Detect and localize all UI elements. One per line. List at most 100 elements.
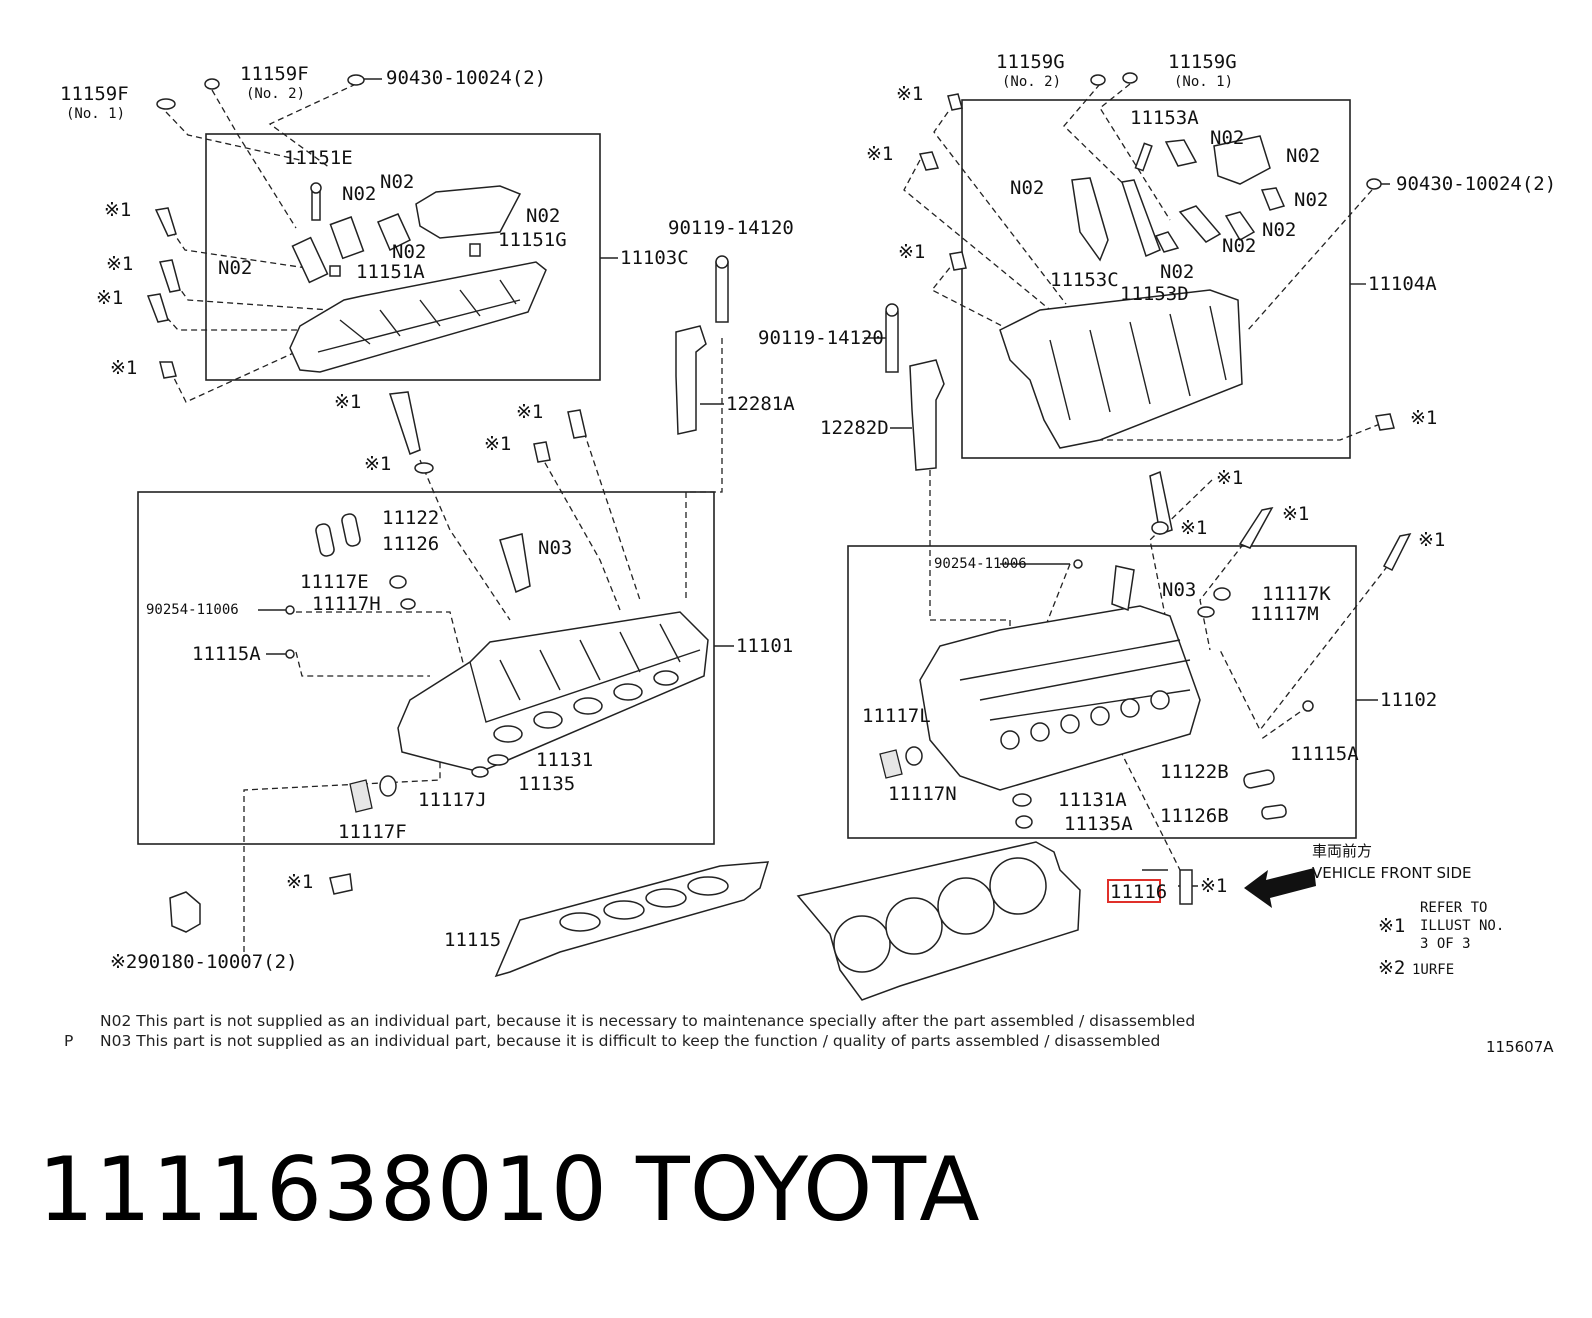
cylinder-head-lh [285, 391, 709, 813]
fitting-90180 [169, 869, 1193, 933]
label-11117j: 11117J [418, 789, 487, 811]
label-11122: 11122 [382, 507, 439, 529]
illustration-number: 115607A [1486, 1038, 1554, 1056]
label-x1-a: ※1 [104, 199, 131, 221]
label-n02-h: N02 [1010, 177, 1044, 199]
box-11101 [137, 491, 715, 845]
label-11104a: 11104A [1368, 273, 1437, 295]
box-11103c [205, 133, 601, 381]
label-11115a-right: 11115A [1290, 743, 1359, 765]
label-90119-left: 90119-14120 [668, 217, 794, 239]
label-x1-c: ※1 [96, 287, 123, 309]
label-x2-engine: 1URFE [1412, 962, 1454, 978]
label-x1-n: ※1 [1180, 517, 1207, 539]
label-11151e: 11151E [284, 147, 353, 169]
label-11159g-no2-sub: (No. 2) [1002, 74, 1061, 90]
label-x2: ※2 [1378, 957, 1405, 979]
label-11159f-no1: 11159F [60, 83, 129, 105]
engine-hanger-lh [675, 255, 729, 435]
label-x1-o: ※1 [1282, 503, 1309, 525]
label-n02-f: N02 [1210, 127, 1244, 149]
label-11103c: 11103C [620, 247, 689, 269]
label-n02-i: N02 [1294, 189, 1328, 211]
label-n02-b: N02 [380, 171, 414, 193]
label-11117f: 11117F [338, 821, 407, 843]
label-front-en: VEHICLE FRONT SIDE [1312, 864, 1472, 882]
label-x1-d: ※1 [110, 357, 137, 379]
label-x1-g: ※1 [898, 241, 925, 263]
front-arrow-icon [1244, 868, 1316, 908]
label-11116: 11116 [1110, 881, 1167, 903]
dashed-leaders [159, 83, 1401, 952]
brand-caption: TOYOTA [636, 1138, 980, 1241]
label-front-jp: 車両前方 [1312, 842, 1372, 860]
part-number-caption: 1111638010 [38, 1138, 608, 1241]
cylinder-head-rh [879, 470, 1412, 829]
label-11135: 11135 [518, 773, 575, 795]
engine-hanger-rh [885, 303, 945, 471]
label-x1-b: ※1 [106, 253, 133, 275]
small-parts-top-left [146, 74, 365, 379]
label-n03-right: N03 [1162, 579, 1196, 601]
label-x1-h: ※1 [1410, 407, 1437, 429]
label-n02-d: N02 [392, 241, 426, 263]
label-x1-k: ※1 [484, 433, 511, 455]
label-x1-p: ※1 [1418, 529, 1445, 551]
label-refer-1: REFER TO [1420, 900, 1487, 916]
label-11117m: 11117M [1250, 603, 1319, 625]
label-11115: 11115 [444, 929, 501, 951]
label-x1-r: ※1 [1200, 875, 1227, 897]
label-90254-left: 90254-11006 [146, 602, 239, 618]
small-parts-top-right [918, 72, 1395, 431]
gasket-11116 [796, 841, 1081, 1001]
note-n02: N02 This part is not supplied as an indi… [100, 1012, 1195, 1030]
label-11153d: 11153D [1120, 283, 1189, 305]
label-n02-k: N02 [1222, 235, 1256, 257]
label-refer-3: 3 OF 3 [1420, 936, 1471, 952]
label-11115a-left: 11115A [192, 643, 261, 665]
label-x1-i: ※1 [334, 391, 361, 413]
cam-housing-rh [999, 135, 1286, 449]
label-n02-a: N02 [342, 183, 376, 205]
label-11131a: 11131A [1058, 789, 1127, 811]
note-p: P [64, 1032, 73, 1050]
label-x1-f: ※1 [866, 143, 893, 165]
label-11159g-no1-sub: (No. 1) [1174, 74, 1233, 90]
label-11151g: 11151G [498, 229, 567, 251]
label-x1-refer: ※1 [1378, 915, 1405, 937]
label-11117n: 11117N [888, 783, 957, 805]
label-11153c: 11153C [1050, 269, 1119, 291]
label-11101: 11101 [736, 635, 793, 657]
label-12282d: 12282D [820, 417, 889, 439]
label-x1-m: ※1 [1216, 467, 1243, 489]
cam-housing-lh [289, 182, 547, 373]
label-11159g-no1: 11159G [1168, 51, 1237, 73]
label-12281a: 12281A [726, 393, 795, 415]
highlight-11116 [1107, 879, 1161, 903]
label-11159f-no2-sub: (No. 2) [246, 86, 305, 102]
label-11153a: 11153A [1130, 107, 1199, 129]
label-11117e: 11117E [300, 571, 369, 593]
label-90430-left: 90430-10024(2) [386, 67, 546, 89]
label-x1-q: ※1 [286, 871, 313, 893]
label-11122b: 11122B [1160, 761, 1229, 783]
label-90180: ※290180-10007(2) [110, 951, 298, 973]
parts-diagram: 11159F (No. 1) 11159F (No. 2) 90430-1002… [60, 51, 1556, 1056]
label-11151a: 11151A [356, 261, 425, 283]
label-11159f-no1-sub: (No. 1) [66, 106, 125, 122]
label-90254-right: 90254-11006 [934, 556, 1027, 572]
label-n02-j: N02 [1262, 219, 1296, 241]
label-90430-right: 90430-10024(2) [1396, 173, 1556, 195]
box-11104a [961, 99, 1351, 459]
label-11126b: 11126B [1160, 805, 1229, 827]
label-x1-l: ※1 [516, 401, 543, 423]
label-11126: 11126 [382, 533, 439, 555]
label-n03-left: N03 [538, 537, 572, 559]
gasket-11115 [494, 861, 770, 978]
label-11117k: 11117K [1262, 583, 1331, 605]
label-11117l: 11117L [862, 705, 931, 727]
label-90119-right: 90119-14120 [758, 327, 884, 349]
note-n03: N03 This part is not supplied as an indi… [100, 1032, 1160, 1050]
label-n02-l: N02 [1160, 261, 1194, 283]
box-11102 [847, 545, 1357, 839]
